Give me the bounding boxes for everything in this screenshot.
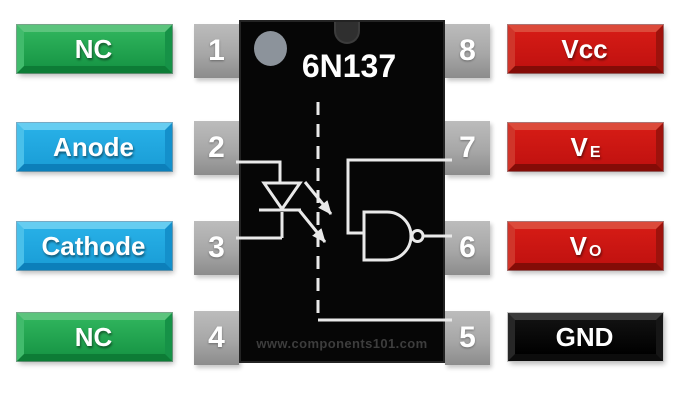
pin-number: 6 xyxy=(459,231,476,264)
inverter-bubble-icon xyxy=(410,229,425,243)
pin-number: 5 xyxy=(459,321,476,354)
label-subscript: E xyxy=(589,144,601,161)
label-text: NC xyxy=(74,322,113,352)
label-text: Cathode xyxy=(41,231,146,261)
label-text: Anode xyxy=(53,132,134,162)
pin-number: 8 xyxy=(459,34,476,67)
enable-wire xyxy=(346,158,452,235)
light-arrows-icon xyxy=(297,181,333,243)
label-pin8-vcc: Vcc xyxy=(508,25,663,73)
pin-number: 1 xyxy=(208,34,225,67)
label-text: Vcc xyxy=(561,34,608,64)
pin-3-box: 3 xyxy=(194,221,239,275)
led-symbol xyxy=(236,160,303,240)
label-text: V xyxy=(569,231,587,261)
label-text: NC xyxy=(74,34,113,64)
chip-internal-schematic xyxy=(236,102,452,322)
pin-number: 7 xyxy=(459,131,476,164)
pin-number: 2 xyxy=(208,131,225,164)
label-pin1-nc: NC xyxy=(17,25,172,73)
label-pin4-nc: NC xyxy=(17,313,172,361)
part-number: 6N137 xyxy=(301,48,397,84)
ic-package-body: 6N137 xyxy=(236,20,452,363)
pin1-indicator-dot-icon xyxy=(254,31,287,66)
label-subscript: O xyxy=(588,243,602,260)
pin-1-box: 1 xyxy=(194,24,239,78)
pin-number: 3 xyxy=(208,231,225,264)
pin-7-box: 7 xyxy=(445,121,490,175)
pin-2-box: 2 xyxy=(194,121,239,175)
pin-4-box: 4 xyxy=(194,311,239,365)
nand-gate-symbol xyxy=(346,158,452,262)
pin-8-box: 8 xyxy=(445,24,490,78)
orientation-notch-icon xyxy=(334,22,360,44)
pin-number: 4 xyxy=(208,321,225,354)
pin-6-box: 6 xyxy=(445,221,490,275)
label-pin3-cathode: Cathode xyxy=(17,222,172,270)
label-pin5-gnd: GND xyxy=(508,313,663,361)
label-text: V xyxy=(570,132,588,162)
pin-5-box: 5 xyxy=(445,311,490,365)
watermark: www.components101.com xyxy=(256,336,428,351)
label-text: GND xyxy=(555,322,614,352)
label-pin2-anode: Anode xyxy=(17,123,172,171)
